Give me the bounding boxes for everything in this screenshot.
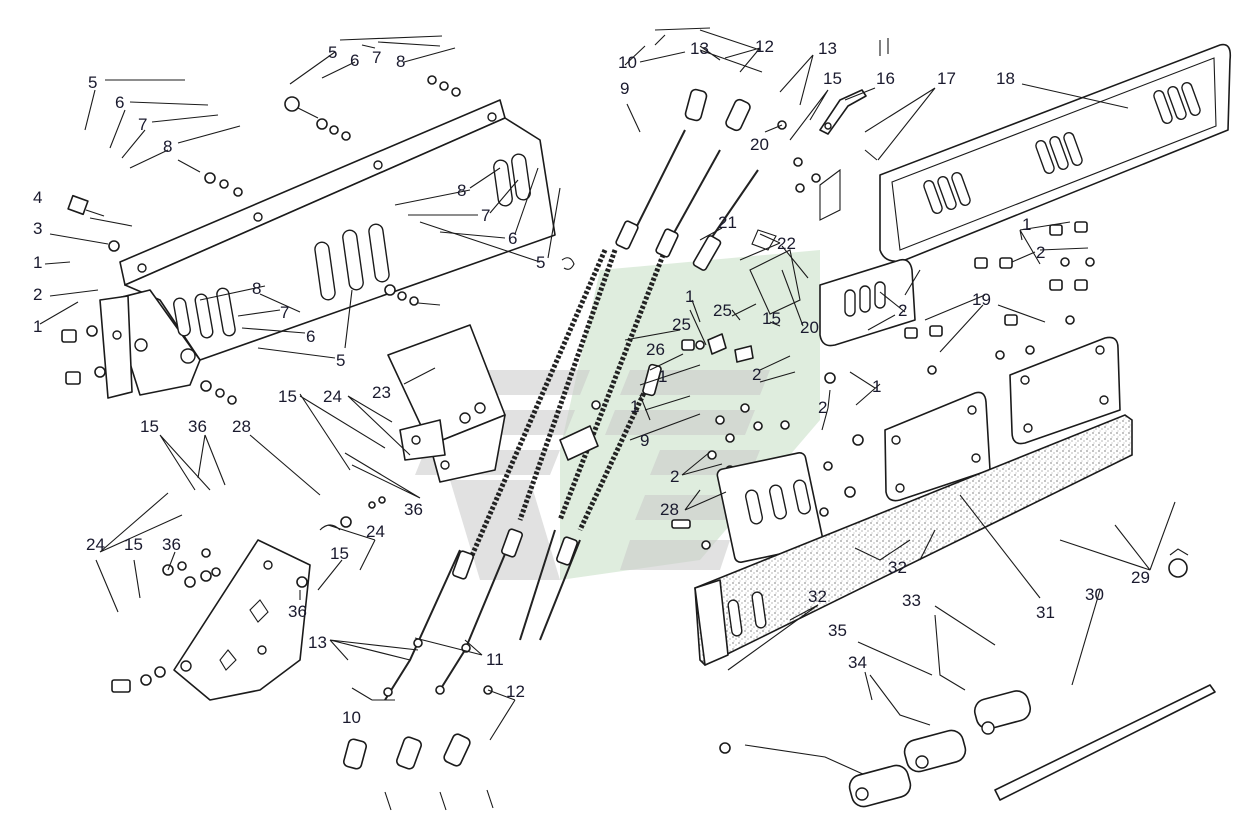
callout-16: 16 [876, 69, 895, 88]
callout-9: 9 [620, 79, 629, 98]
callout-15: 15 [124, 535, 143, 554]
callout-5: 5 [336, 351, 345, 370]
callout-13: 13 [308, 633, 327, 652]
clip-16 [777, 38, 889, 161]
callout-20: 20 [800, 318, 819, 337]
callout-26: 26 [646, 340, 665, 359]
callout-25: 25 [672, 315, 691, 334]
callout-23: 23 [372, 383, 391, 402]
callout-2: 2 [818, 398, 827, 417]
lower-left-bracket [111, 496, 386, 701]
callout-11: 11 [486, 650, 504, 669]
callout-7: 7 [138, 115, 147, 134]
callout-1: 1 [1022, 215, 1031, 234]
levers-and-rod [719, 548, 1216, 808]
callout-13: 13 [818, 39, 837, 58]
callout-30: 30 [1085, 585, 1104, 604]
callout-2: 2 [898, 301, 907, 320]
callout-22: 22 [777, 234, 796, 253]
callout-1: 1 [630, 397, 639, 416]
callout-5: 5 [88, 73, 97, 92]
right-side-plates [819, 221, 1121, 502]
callout-15: 15 [140, 417, 159, 436]
callout-5: 5 [328, 43, 337, 62]
callout-2: 2 [752, 365, 761, 384]
callout-32: 32 [888, 558, 907, 577]
callout-10: 10 [618, 53, 637, 72]
callout-2: 2 [670, 467, 679, 486]
callout-15: 15 [330, 544, 349, 563]
callout-10: 10 [342, 708, 361, 727]
callout-labels: 5 6 7 8 5 6 7 8 4 3 1 2 1 8 7 6 5 8 7 6 … [33, 37, 1150, 727]
callout-24: 24 [366, 522, 385, 541]
callout-1: 1 [872, 377, 881, 396]
callout-17: 17 [937, 69, 956, 88]
callout-36: 36 [288, 602, 307, 621]
callout-28: 28 [232, 417, 251, 436]
callout-35: 35 [828, 621, 847, 640]
plate-18 [879, 43, 1232, 263]
callout-31: 31 [1036, 603, 1055, 622]
plate-28 [716, 451, 824, 563]
callout-28: 28 [660, 500, 679, 519]
callout-36: 36 [404, 500, 423, 519]
callout-6: 6 [306, 327, 315, 346]
bracket-23 [387, 324, 506, 483]
callout-15: 15 [278, 387, 297, 406]
callout-6: 6 [115, 93, 124, 112]
callout-7: 7 [372, 48, 381, 67]
callout-1: 1 [33, 317, 42, 336]
callout-8: 8 [252, 279, 261, 298]
callout-8: 8 [163, 137, 172, 156]
callout-6: 6 [350, 51, 359, 70]
upper-left-fasteners [61, 75, 575, 405]
control-cables [343, 88, 759, 811]
callout-33: 33 [902, 591, 921, 610]
callout-7: 7 [280, 303, 289, 322]
callout-36: 36 [162, 535, 181, 554]
callout-25: 25 [713, 301, 732, 320]
callout-7: 7 [481, 206, 490, 225]
callout-18: 18 [996, 69, 1015, 88]
callout-2: 2 [1036, 243, 1045, 262]
callout-4: 4 [33, 188, 42, 207]
center-small-fasteners [559, 157, 864, 550]
callout-12: 12 [506, 682, 525, 701]
callout-34: 34 [848, 653, 867, 672]
callout-6: 6 [508, 229, 517, 248]
callout-15: 15 [823, 69, 842, 88]
left-frame-rail [99, 99, 556, 399]
callout-8: 8 [457, 181, 466, 200]
leader-lines [39, 27, 1176, 741]
foam-pad-32 [694, 414, 1133, 666]
callout-5: 5 [536, 253, 545, 272]
callout-29: 29 [1131, 568, 1150, 587]
callout-24: 24 [323, 387, 342, 406]
callout-1: 1 [685, 287, 694, 306]
callout-1: 1 [33, 253, 42, 272]
callout-36: 36 [188, 417, 207, 436]
callout-19: 19 [972, 290, 991, 309]
callout-9: 9 [640, 431, 649, 450]
callout-12: 12 [755, 37, 774, 56]
callout-3: 3 [33, 219, 42, 238]
callout-1: 1 [658, 367, 667, 386]
callout-20: 20 [750, 135, 769, 154]
callout-13: 13 [690, 39, 709, 58]
callout-24: 24 [86, 535, 105, 554]
callout-15: 15 [762, 309, 781, 328]
callout-21: 21 [718, 213, 737, 232]
callout-32: 32 [808, 587, 827, 606]
callout-2: 2 [33, 285, 42, 304]
callout-8: 8 [396, 52, 405, 71]
